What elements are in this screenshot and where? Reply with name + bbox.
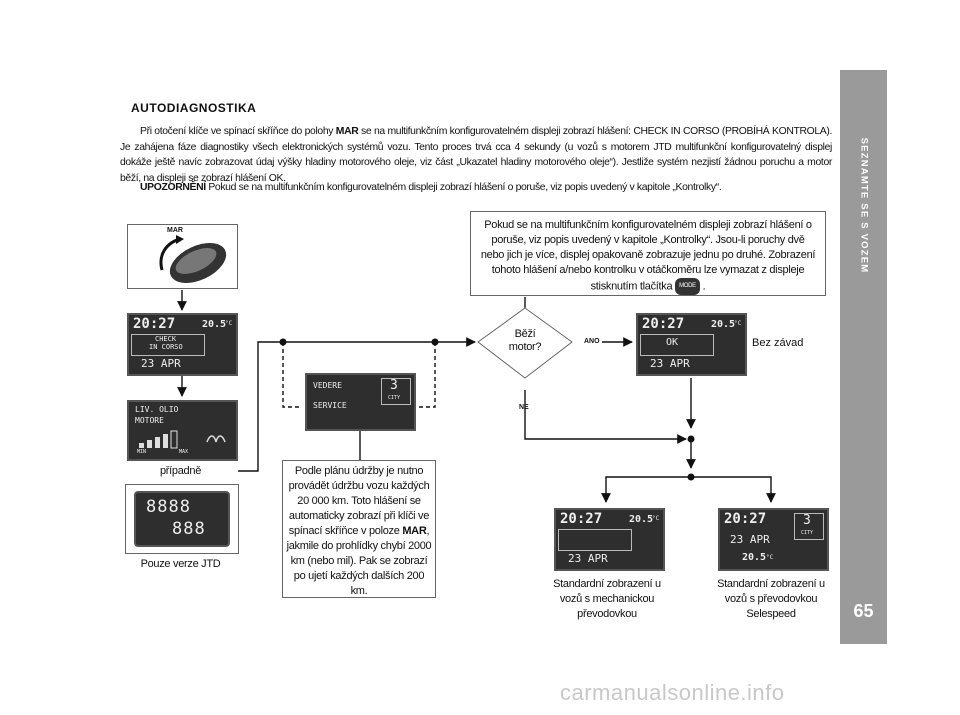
display-oil-level: LIV. OLIO MOTORE MIN MAX [127,400,238,461]
display-odometer: 8888 888 [134,491,230,547]
intro-paragraph: Při otočení klíče ve spínací skříňce do … [120,126,833,184]
display-ok: 20:27 20.5 °C OK 23 APR [636,313,747,376]
ignition-key-icon [159,235,227,283]
section-heading: AUTODIAGNOSTIKA [131,101,257,115]
intro-keyword: MAR [335,126,359,137]
oil-level-bars-icon [139,430,178,449]
display-service: VEDERE SERVICE 3 CITY [305,373,416,431]
decision-yes-label: ANO [584,338,600,345]
display-manual: 20:27 20.5 °C 23 APR [554,508,665,571]
caption-jtd-only: Pouze verze JTD [140,558,221,570]
odometer-panel: 8888 888 [125,484,239,554]
display-check-in-corso: 20:27 20.5 °C CHECK IN CORSO 23 APR [127,313,238,376]
page-number: 65 [853,601,874,621]
mode-button-icon: MODE [675,278,700,295]
oil-can-icon [206,435,226,443]
warning-label: UPOZORNĚNÍ [140,182,206,193]
watermark: carmanualsonline.info [560,680,785,705]
caption-alternative: případně [159,465,202,477]
warning-note: UPOZORNĚNÍ Pokud se na multifunkčním kon… [140,182,722,193]
ignition-key-panel: MAR [127,224,238,289]
mar-label: MAR [167,227,183,234]
decision-no-label: NE [519,404,529,411]
fault-note-box: Pokud se na multifunkčním konfigurovatel… [470,211,826,296]
caption-no-faults: Bez závad [752,337,804,349]
caption-selespeed-gearbox: Standardní zobrazení u vozů s převodovko… [717,578,825,620]
display-selespeed: 20:27 3 CITY 23 APR 20.5 °C [718,508,829,571]
side-tab [840,70,887,644]
service-note-box: Podle plánu údržby je nutno provádět údr… [282,460,436,598]
decision-label: Běží motor? [508,328,542,353]
caption-manual-gearbox: Standardní zobrazení u vozů s mechanicko… [553,578,661,620]
